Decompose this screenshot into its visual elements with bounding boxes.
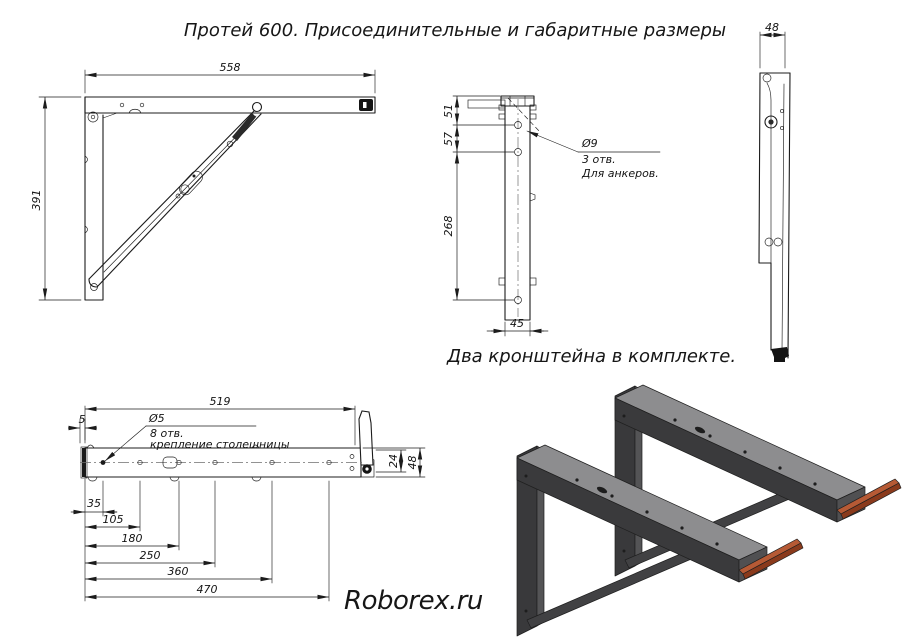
dim-label-48b: 48 [406,456,419,470]
lock-lever [358,410,374,466]
callout-anchors: Ø9 3 отв. Для анкеров. [526,130,661,180]
brand-logo: Roborex.ru [344,586,483,616]
dim-length: 519 [84,395,356,446]
dim-label-57: 57 [442,132,455,146]
pivot-hole [251,101,263,113]
dim-label-51: 51 [442,104,455,118]
dim-edge: 5 [68,413,97,444]
dim-label-558: 558 [220,61,241,74]
dim-label-45: 45 [510,317,524,330]
callout-tabletop: Ø5 8 отв. крепление столешницы [104,412,290,462]
drawing-title: Протей 600. Присоединительные и габаритн… [183,20,727,41]
pivot-bolt [764,115,778,129]
dim-hole-chain: 35 105 180 250 360 470 [70,478,330,602]
foot-cap [771,347,789,362]
callout-purpose: крепление столешницы [150,438,290,451]
dim-label-470: 470 [197,583,218,596]
render-3d-brackets [516,384,902,637]
dim-label-250: 250 [140,549,161,562]
callout-diameter: Ø5 [148,412,165,425]
arm-top-outline [80,410,375,482]
view-side-folded: 48 [758,21,791,362]
view-side-unfolded: 558 391 [30,61,376,301]
dim-overall-width: 558 [84,61,376,94]
dim-label-105: 105 [103,513,124,526]
folded-outline [758,72,791,362]
spring-link [232,113,256,141]
slot [162,456,178,469]
callout-holes: 3 отв. [582,153,616,166]
bracket-outline [84,96,376,301]
dim-label-391: 391 [30,190,43,211]
anchor-hole-3 [514,296,522,304]
dim-label-5: 5 [79,413,86,426]
dim-label-268: 268 [442,216,455,237]
dim-label-519: 519 [210,395,231,408]
callout-purpose: Для анкеров. [581,167,659,180]
latch-detail [175,170,203,199]
note-text: Два кронштейна в комплекте. [447,346,737,367]
callout-diameter: Ø9 [581,137,598,150]
dim-overall-height: 391 [30,96,82,301]
dim-label-48: 48 [765,21,779,34]
folded-arm-tab [467,99,506,109]
dim-label-24: 24 [387,454,400,468]
dim-label-180: 180 [122,532,143,545]
dim-vertical-chain: 51 57 268 [442,95,515,301]
dim-end-widths: 24 48 [362,447,426,478]
callout-holes: 8 отв. [150,427,184,440]
tabletop-hole-1 [100,460,106,465]
dim-label-35: 35 [87,497,101,510]
dim-folded-width: 48 [759,21,786,69]
anchor-hole-2 [514,148,522,156]
anchor-hole-1 [514,121,522,129]
dim-label-360: 360 [168,565,189,578]
bar-outline [467,95,541,321]
view-top: 519 5 [68,395,426,602]
dim-depth: 45 [486,317,549,337]
view-front: 51 57 268 45 Ø9 3 отв. Для анкеров. [442,95,661,337]
